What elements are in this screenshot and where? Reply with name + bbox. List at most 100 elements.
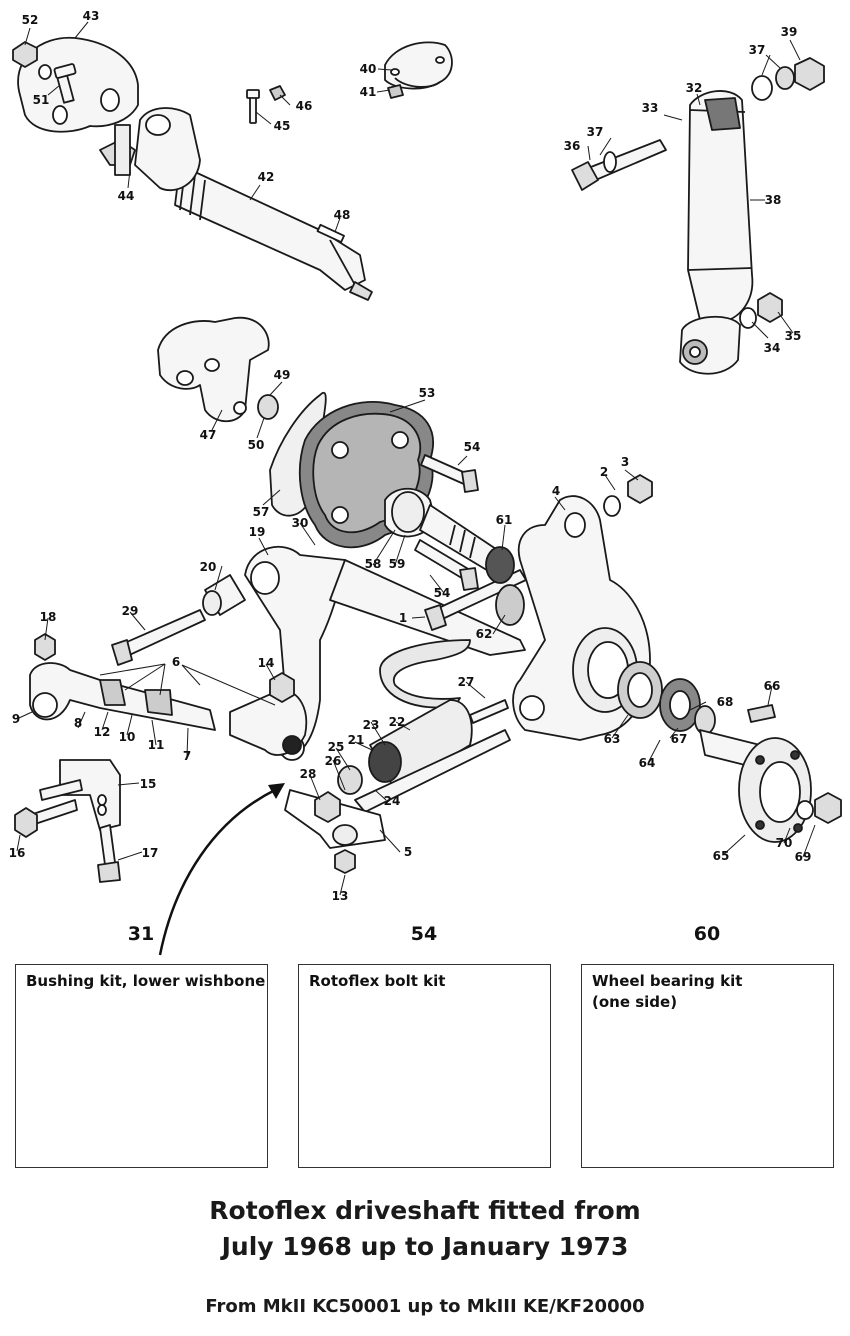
wishbone-bush-part bbox=[202, 574, 246, 616]
callout-68: 68 bbox=[716, 695, 734, 709]
washer-part bbox=[739, 307, 757, 329]
hub-carrier-part bbox=[512, 495, 651, 741]
kit-number-54: 54 bbox=[410, 923, 438, 945]
callout-17: 17 bbox=[141, 846, 159, 860]
bearing-part bbox=[495, 584, 525, 626]
nut-part bbox=[12, 41, 38, 68]
callout-24: 24 bbox=[383, 794, 401, 808]
drive-flange-part bbox=[699, 729, 812, 843]
callout-30: 30 bbox=[291, 516, 309, 530]
callout-38: 38 bbox=[764, 193, 782, 207]
tie-rod-part bbox=[29, 662, 308, 756]
callout-37-upper: 37 bbox=[748, 43, 766, 57]
oil-seal-part bbox=[669, 690, 691, 720]
callout-59: 59 bbox=[388, 557, 406, 571]
callout-15: 15 bbox=[139, 777, 157, 791]
callout-45: 45 bbox=[273, 119, 291, 133]
callout-42: 42 bbox=[257, 170, 275, 184]
callout-19: 19 bbox=[248, 525, 266, 539]
wishbone-bolt-part bbox=[111, 609, 206, 666]
washer-part bbox=[796, 800, 814, 820]
callout-44: 44 bbox=[117, 189, 135, 203]
callout-34: 34 bbox=[763, 341, 781, 355]
nut-part bbox=[257, 394, 279, 420]
nut-part bbox=[14, 807, 38, 838]
cover-plate-part bbox=[384, 41, 453, 99]
callout-9: 9 bbox=[11, 712, 21, 726]
callout-67: 67 bbox=[670, 732, 688, 746]
callout-28: 28 bbox=[299, 767, 317, 781]
shock-bolt-part bbox=[571, 139, 667, 191]
kit-title-bushing: Bushing kit, lower wishbone bbox=[26, 972, 266, 990]
coupling-flange-part bbox=[17, 36, 139, 133]
nut-part bbox=[794, 57, 825, 91]
callout-3: 3 bbox=[620, 455, 630, 469]
callout-69: 69 bbox=[794, 850, 812, 864]
footer-title-line-1: Rotoflex driveshaft fitted from bbox=[209, 1196, 641, 1225]
callout-39: 39 bbox=[780, 25, 798, 39]
nut-part bbox=[757, 292, 783, 323]
inner-driveshaft-part bbox=[384, 487, 506, 576]
universal-joint-yoke-part bbox=[99, 107, 201, 192]
callout-65: 65 bbox=[712, 849, 730, 863]
kit-number-31: 31 bbox=[127, 923, 155, 945]
tie-bar-part bbox=[284, 729, 511, 849]
callout-63: 63 bbox=[603, 732, 621, 746]
callout-7: 7 bbox=[182, 749, 192, 763]
callout-32: 32 bbox=[685, 81, 703, 95]
driveshaft-part bbox=[174, 164, 373, 301]
callout-16: 16 bbox=[8, 846, 26, 860]
callout-47: 47 bbox=[199, 428, 217, 442]
callout-21: 21 bbox=[347, 733, 365, 747]
callout-37-lower: 37 bbox=[586, 125, 604, 139]
kit-title-wheel-bearing: Wheel bearing kit (one side) bbox=[592, 972, 743, 1011]
washer-part bbox=[751, 75, 773, 101]
callout-23: 23 bbox=[362, 718, 380, 732]
kit-panel-bushing[interactable]: Bushing kit, lower wishbone bbox=[15, 964, 268, 1168]
callout-8: 8 bbox=[73, 716, 83, 730]
nut-part bbox=[269, 672, 295, 703]
bearing-part bbox=[485, 546, 515, 584]
callout-41: 41 bbox=[359, 85, 377, 99]
upper-arm-bracket-part bbox=[157, 316, 270, 423]
callout-70: 70 bbox=[775, 836, 793, 850]
callout-66: 66 bbox=[763, 679, 781, 693]
callout-50: 50 bbox=[247, 438, 265, 452]
callout-12: 12 bbox=[93, 725, 111, 739]
nut-part bbox=[334, 849, 356, 874]
callout-62: 62 bbox=[475, 627, 493, 641]
nut-part bbox=[627, 474, 653, 504]
callout-49: 49 bbox=[273, 368, 291, 382]
coupling-bolt-part bbox=[414, 539, 479, 591]
callout-35: 35 bbox=[784, 329, 802, 343]
kit-number-60: 60 bbox=[693, 923, 721, 945]
tie-rod-bracket-part bbox=[59, 759, 121, 831]
nut-part bbox=[34, 633, 56, 661]
callout-6: 6 bbox=[171, 655, 181, 669]
callout-53: 53 bbox=[418, 386, 436, 400]
callout-1: 1 bbox=[398, 611, 408, 625]
leader-lines bbox=[16, 21, 816, 896]
callout-54-lower: 54 bbox=[433, 586, 451, 600]
callout-64: 64 bbox=[638, 756, 656, 770]
callout-25: 25 bbox=[327, 740, 345, 754]
nut-part bbox=[814, 792, 842, 824]
callout-22: 22 bbox=[388, 715, 406, 729]
callout-52: 52 bbox=[21, 13, 39, 27]
callout-2: 2 bbox=[599, 465, 609, 479]
callout-27: 27 bbox=[457, 675, 475, 689]
radius-arm-bush-part bbox=[337, 699, 473, 795]
kit-panel-wheel-bearing[interactable]: Wheel bearing kit (one side) bbox=[581, 964, 834, 1168]
callout-48: 48 bbox=[333, 208, 351, 222]
footer-title-line-2: July 1968 up to January 1973 bbox=[221, 1232, 629, 1261]
callout-58: 58 bbox=[364, 557, 382, 571]
callout-61: 61 bbox=[495, 513, 513, 527]
kit-panel-rotoflex-bolt[interactable]: Rotoflex bolt kit bbox=[298, 964, 551, 1168]
washer-part bbox=[775, 66, 795, 90]
callout-54-upper: 54 bbox=[463, 440, 481, 454]
small-bolt-part bbox=[246, 85, 286, 124]
callout-20: 20 bbox=[199, 560, 217, 574]
callout-14: 14 bbox=[257, 656, 275, 670]
callout-4: 4 bbox=[551, 484, 561, 498]
nut-part bbox=[314, 791, 341, 823]
